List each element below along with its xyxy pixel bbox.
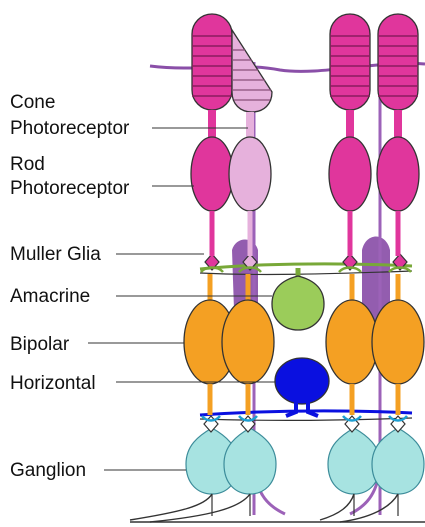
cone-photoreceptor <box>377 14 419 256</box>
cone-photoreceptors <box>191 14 419 256</box>
rod-photoreceptor <box>229 30 272 256</box>
cone-photoreceptor <box>191 14 233 256</box>
muller-glia-label: Muller Glia <box>10 244 101 265</box>
ganglion-cells <box>186 428 424 516</box>
amacrine-label: Amacrine <box>10 286 90 307</box>
labels: Cone Photoreceptor Rod Photoreceptor Mul… <box>10 92 130 481</box>
amacrine-cell <box>272 268 324 330</box>
cone-label-line1: Cone <box>10 92 55 113</box>
cone-label-line2: Photoreceptor <box>10 118 130 139</box>
rod-label-line2: Photoreceptor <box>10 178 130 199</box>
bipolar-cell <box>222 274 274 415</box>
inner-synapse-terminals <box>202 416 407 432</box>
rod-label-line1: Rod <box>10 154 45 175</box>
synapse-terminal <box>202 416 220 432</box>
horizontal-cell <box>275 358 329 416</box>
synapse-terminal <box>201 254 223 272</box>
synapse-terminal <box>389 254 411 272</box>
bipolar-label: Bipolar <box>10 334 70 355</box>
cone-photoreceptor <box>329 14 371 256</box>
ganglion-label: Ganglion <box>10 460 86 481</box>
horizontal-label: Horizontal <box>10 373 96 394</box>
synapse-terminal <box>389 416 407 432</box>
synapse-terminal <box>343 416 361 432</box>
